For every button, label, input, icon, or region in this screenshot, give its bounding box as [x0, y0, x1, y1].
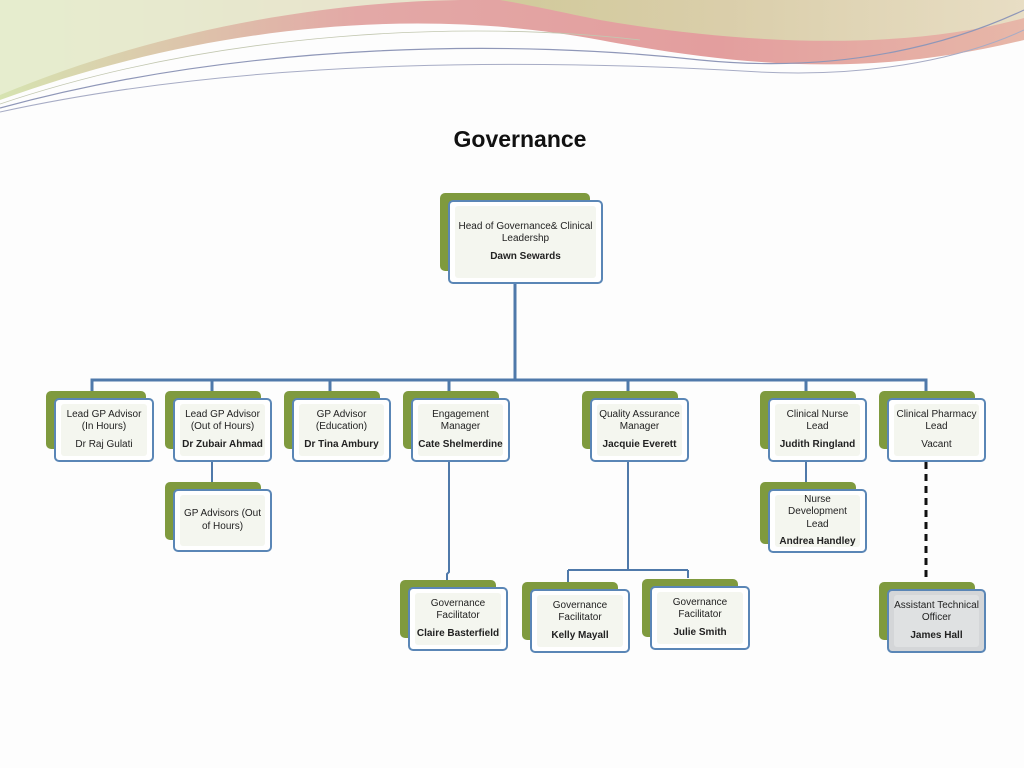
node-role: GP Advisors (Out of Hours): [183, 508, 262, 532]
node-role: Governance Facilitator: [430, 597, 486, 622]
node-name: Dr Raj Gulati: [75, 438, 133, 450]
node-assistant-technical-officer: Assistant Technical Officer James Hall: [887, 589, 986, 653]
node-nurse-development-lead: Nurse Development Lead Andrea Handley: [768, 489, 867, 553]
node-name: Jacquie Everett: [602, 438, 677, 450]
node-role: Clinical Pharmacy Lead: [896, 408, 977, 433]
node-role: Nurse Development Lead: [788, 493, 847, 530]
node-gp-advisors-out-of-hours: GP Advisors (Out of Hours): [173, 489, 272, 552]
node-role: Clinical Nurse Lead: [786, 408, 849, 433]
node-role: Quality Assurance Manager: [599, 408, 680, 433]
node-head-of-governance: Head of Governance& Clinical Leadershp D…: [448, 200, 603, 284]
node-governance-facilitator-julie: Governance Facilitator Julie Smith: [650, 586, 750, 650]
node-name: Dawn Sewards: [490, 250, 561, 262]
node-clinical-nurse-lead: Clinical Nurse Lead Judith Ringland: [768, 398, 867, 462]
node-name: Claire Basterfield: [416, 627, 500, 639]
page-title: Governance: [453, 126, 587, 152]
node-name: Cate Shelmerdine: [418, 438, 503, 450]
node-role: Assistant Technical Officer: [894, 599, 979, 624]
connector-engagement-to-facilitator: [446, 462, 450, 588]
node-lead-gp-advisor-in-hours: Lead GP Advisor (In Hours) Dr Raj Gulati: [54, 398, 154, 462]
node-gp-advisor-education: GP Advisor (Education) Dr Tina Ambury: [292, 398, 391, 462]
node-role: Engagement Manager: [432, 408, 489, 433]
node-lead-gp-advisor-out-of-hours: Lead GP Advisor (Out of Hours) Dr Zubair…: [173, 398, 272, 462]
node-name: Julie Smith: [673, 626, 727, 638]
header-swoosh-decoration: [0, 0, 1024, 113]
node-name: James Hall: [910, 629, 963, 641]
node-engagement-manager: Engagement Manager Cate Shelmerdine: [411, 398, 510, 462]
node-name: Dr Tina Ambury: [304, 438, 379, 450]
node-role: Lead GP Advisor (In Hours): [66, 408, 142, 433]
node-name: Dr Zubair Ahmad: [182, 438, 263, 450]
node-governance-facilitator-claire: Governance Facilitator Claire Basterfiel…: [408, 587, 508, 651]
node-name: Kelly Mayall: [551, 629, 609, 641]
node-role: Governance Facilitator: [552, 599, 608, 624]
node-clinical-pharmacy-lead: Clinical Pharmacy Lead Vacant: [887, 398, 986, 462]
node-name: Vacant: [921, 438, 952, 450]
node-role: GP Advisor (Education): [315, 408, 368, 433]
node-quality-assurance-manager: Quality Assurance Manager Jacquie Everet…: [590, 398, 689, 462]
node-role: Head of Governance& Clinical Leadershp: [458, 220, 593, 245]
node-name: Judith Ringland: [779, 438, 856, 450]
node-role: Lead GP Advisor (Out of Hours): [185, 408, 260, 433]
node-name: Andrea Handley: [779, 536, 856, 547]
node-governance-facilitator-kelly: Governance Facilitator Kelly Mayall: [530, 589, 630, 653]
node-role: Governance Facilitator: [672, 596, 728, 621]
